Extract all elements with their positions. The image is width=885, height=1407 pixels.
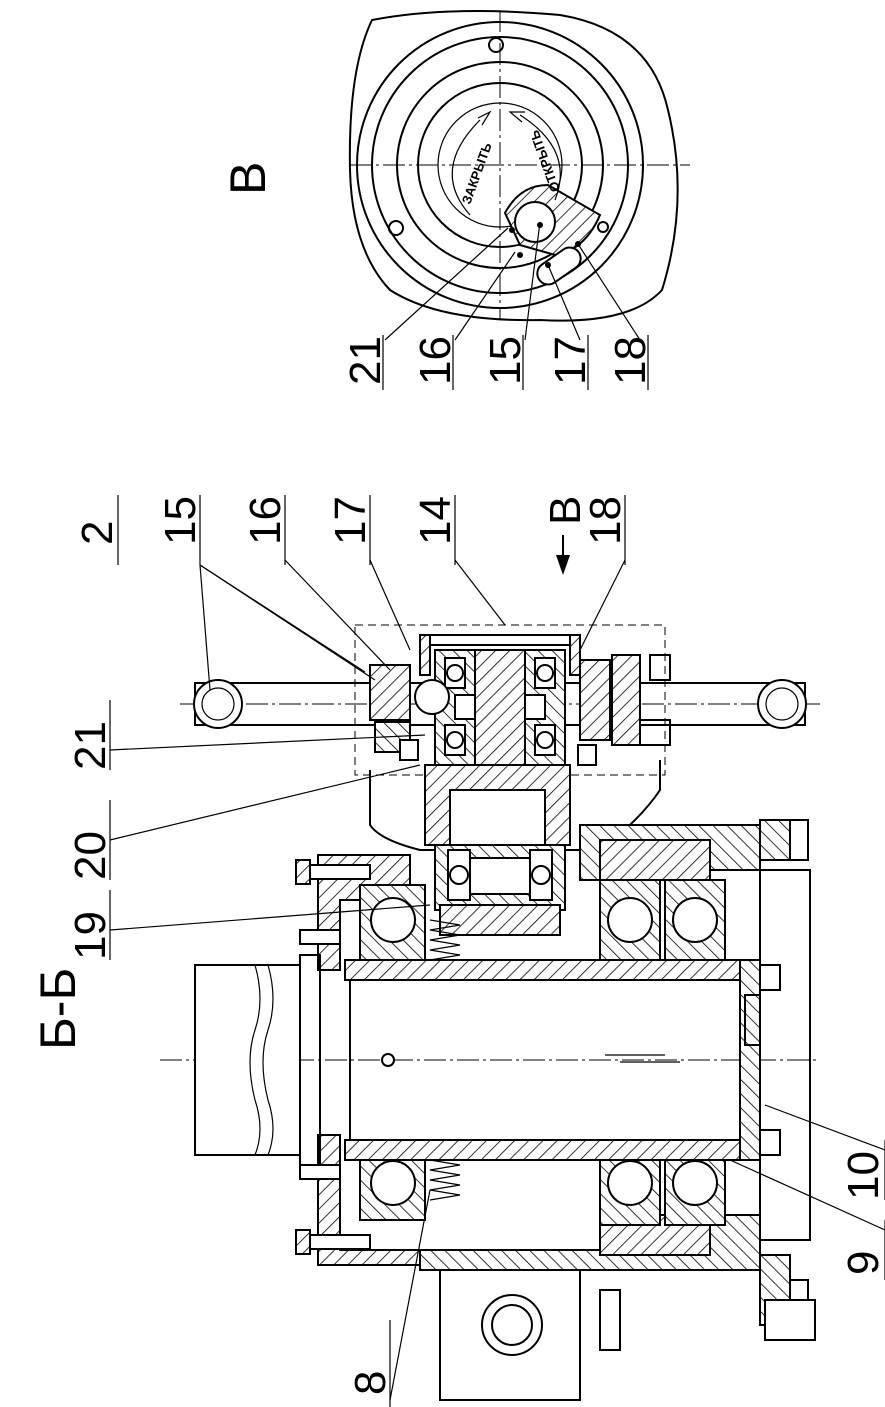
view-label: В — [220, 162, 276, 195]
section-assembly — [109, 495, 885, 1407]
view-v-detail: ЗАКРЫТЬ ОТКРЫТЬ — [348, 10, 690, 390]
callout-10: 10 — [839, 1151, 885, 1200]
section-callout-labels: 2 15 16 17 14 18 21 20 19 8 10 9 — [66, 496, 885, 1395]
view-callout-15: 15 — [481, 336, 530, 385]
callout-21: 21 — [66, 721, 115, 770]
callout-16: 16 — [241, 496, 290, 545]
callout-17: 17 — [326, 496, 375, 545]
callout-14: 14 — [411, 496, 460, 545]
view-callout-18: 18 — [606, 336, 655, 385]
view-callout-17: 17 — [546, 336, 595, 385]
section-label: Б-Б — [30, 968, 86, 1050]
view-callout-21: 21 — [341, 336, 390, 385]
callout-2: 2 — [73, 521, 122, 545]
dial-open-text: ОТКРЫТЬ — [527, 128, 563, 194]
callout-15: 15 — [156, 496, 205, 545]
callout-8: 8 — [346, 1371, 395, 1395]
view-callout-16: 16 — [411, 336, 460, 385]
callout-20: 20 — [66, 831, 115, 880]
dial-close-text: ЗАКРЫТЬ — [459, 141, 495, 206]
callout-18: 18 — [581, 496, 630, 545]
view-direction-label: В — [541, 496, 590, 525]
view-callout-labels: 21 16 15 17 18 — [341, 336, 655, 385]
callout-9: 9 — [839, 1251, 885, 1275]
callout-19: 19 — [66, 911, 115, 960]
